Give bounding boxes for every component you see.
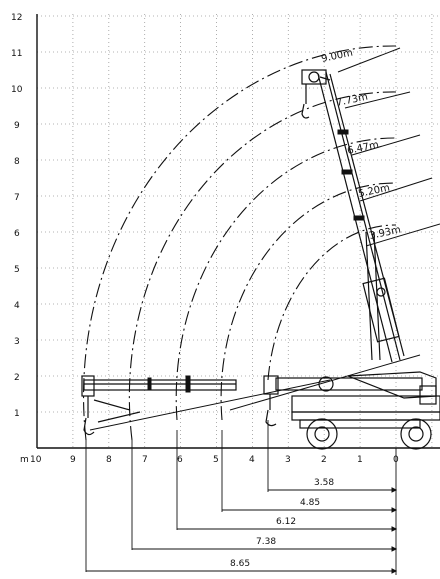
arc-6.47m bbox=[175, 137, 397, 421]
x-tick-label-1: 1 bbox=[357, 455, 363, 465]
arc-9.00m bbox=[82, 45, 397, 441]
y-tick-label-8: 8 bbox=[14, 157, 20, 167]
ray-lower-b bbox=[89, 379, 331, 431]
y-tick-label-11: 11 bbox=[11, 49, 22, 59]
ray-9.00m bbox=[337, 47, 401, 73]
dim-label-3.58: 3.58 bbox=[314, 478, 334, 488]
arc-5.20m bbox=[220, 182, 397, 421]
ray-7.73m bbox=[344, 91, 411, 109]
y-axis-tick-labels: 1 2 3 4 5 6 7 8 9 10 11 12 bbox=[11, 13, 23, 419]
boom-label-9.00m: 9.00m bbox=[320, 48, 354, 65]
dim-label-4.85: 4.85 bbox=[300, 498, 320, 508]
y-tick-label-9: 9 bbox=[14, 121, 20, 131]
x-tick-label-3: 3 bbox=[285, 455, 291, 465]
arc-7.73m bbox=[128, 91, 397, 441]
y-tick-label-2: 2 bbox=[14, 373, 20, 383]
x-tick-label-4: 4 bbox=[249, 455, 255, 465]
x-axis-tick-labels: m 10 9 8 7 6 5 4 3 2 1 0 bbox=[20, 455, 399, 465]
dim-label-8.65: 8.65 bbox=[230, 559, 250, 569]
y-tick-label-10: 10 bbox=[11, 85, 23, 95]
y-tick-label-1: 1 bbox=[14, 409, 20, 419]
ray-5.20m bbox=[359, 177, 433, 202]
axes bbox=[36, 14, 440, 449]
y-tick-label-3: 3 bbox=[14, 337, 20, 347]
ray-3.93m bbox=[365, 223, 440, 247]
y-tick-label-7: 7 bbox=[14, 193, 20, 203]
hook-retracted bbox=[263, 375, 279, 427]
dim-label-6.12: 6.12 bbox=[276, 517, 296, 527]
x-tick-label-5: 5 bbox=[213, 455, 219, 465]
crane-carrier bbox=[275, 371, 440, 450]
boom-length-labels: 9.00m 7.73m 6.47m 5.20m 3.93m bbox=[320, 48, 402, 242]
x-tick-label-9: 9 bbox=[70, 455, 76, 465]
reach-dimensions: 3.58 4.85 6.12 7.38 8.65 bbox=[85, 420, 398, 575]
x-axis-unit: m bbox=[20, 455, 29, 465]
x-tick-label-7: 7 bbox=[142, 455, 148, 465]
x-tick-label-8: 8 bbox=[106, 455, 112, 465]
y-tick-label-4: 4 bbox=[14, 301, 20, 311]
y-tick-label-6: 6 bbox=[14, 229, 20, 239]
boom-length-rays bbox=[89, 47, 440, 431]
x-tick-label-6: 6 bbox=[177, 455, 183, 465]
ray-6.47m bbox=[351, 134, 421, 156]
x-tick-label-2: 2 bbox=[321, 455, 327, 465]
y-tick-label-12: 12 bbox=[11, 13, 22, 23]
hook-raised bbox=[301, 69, 331, 119]
x-tick-label-10: 10 bbox=[30, 455, 42, 465]
ray-lower-a bbox=[229, 354, 421, 411]
dim-label-7.38: 7.38 bbox=[256, 537, 276, 547]
grid bbox=[36, 14, 440, 449]
boom-horizontal bbox=[81, 375, 237, 436]
boom-raised bbox=[317, 71, 405, 363]
y-tick-label-5: 5 bbox=[14, 265, 20, 275]
